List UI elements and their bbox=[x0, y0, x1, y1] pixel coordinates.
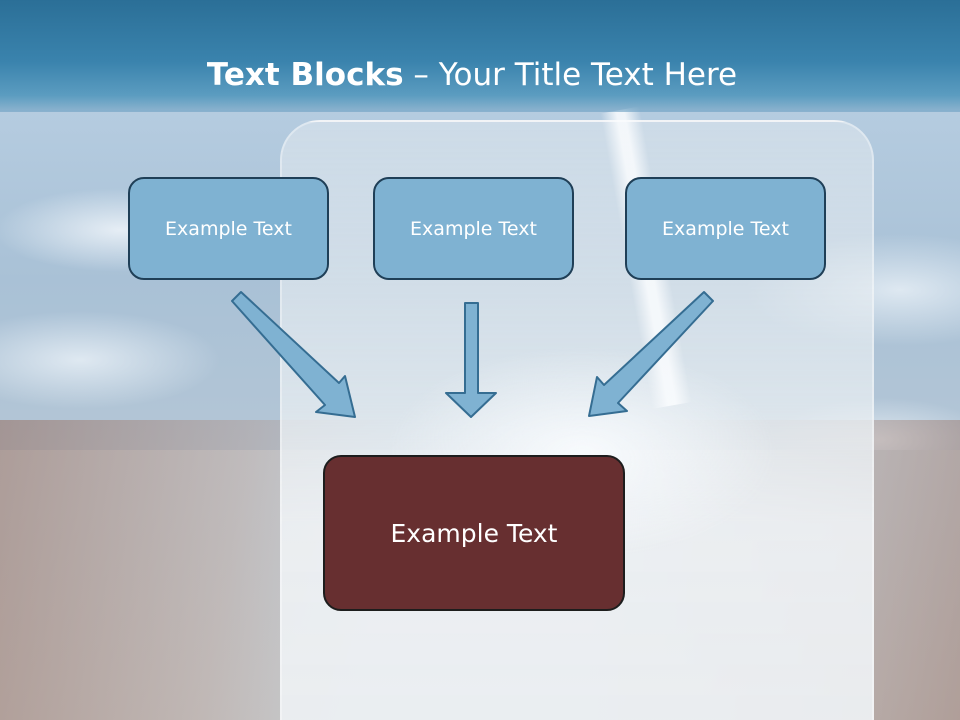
title-bold-text: Text Blocks bbox=[206, 57, 404, 93]
text-block-3-label: Example Text bbox=[662, 217, 789, 240]
title-rest-text: – Your Title Text Here bbox=[403, 57, 738, 93]
main-text-block[interactable]: Example Text bbox=[323, 455, 625, 611]
arrow-down-icon[interactable] bbox=[445, 302, 497, 418]
arrow-down-right-icon[interactable] bbox=[231, 291, 356, 418]
slide-title[interactable]: Text Blocks – Your Title Text Here bbox=[0, 52, 944, 98]
main-text-block-label: Example Text bbox=[390, 518, 558, 548]
text-block-2-label: Example Text bbox=[410, 217, 537, 240]
text-block-2[interactable]: Example Text bbox=[373, 177, 574, 280]
text-block-3[interactable]: Example Text bbox=[625, 177, 826, 280]
title-bar bbox=[0, 0, 960, 112]
text-block-1-label: Example Text bbox=[165, 217, 292, 240]
text-block-1[interactable]: Example Text bbox=[128, 177, 329, 280]
arrow-down-left-icon[interactable] bbox=[588, 291, 714, 417]
